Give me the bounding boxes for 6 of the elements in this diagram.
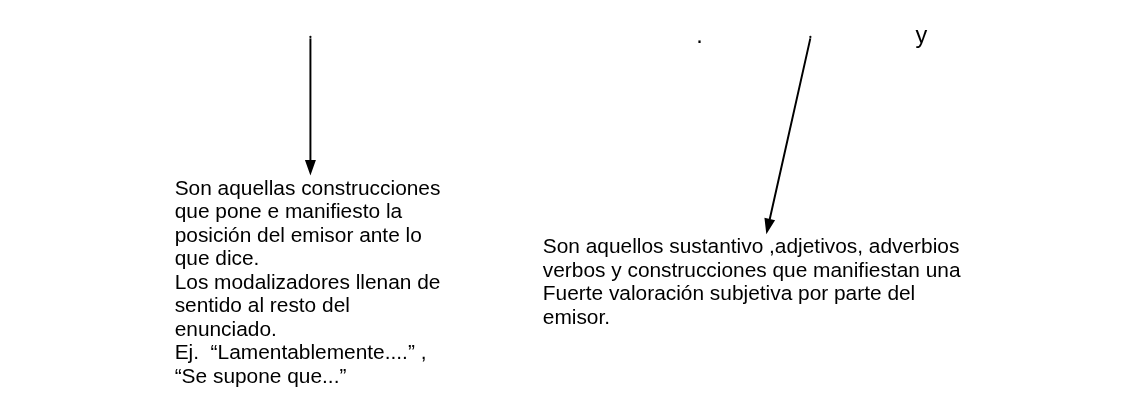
node-text: Son aquellos sustantivo ,adjetivos, adverbios verbos y construcciones que manifiestan una Fuerte valoración subjetiva por parte del emisor.: [542, 234, 961, 328]
arrow: [763, 37, 811, 235]
arrow: [304, 37, 316, 176]
node-text: Son aquellas construcciones que pone e manifiesto la posición del emisor ante lo que dice. Los modalizadores llenan de sentido al resto del enunciado. Ej. “Lamentablemente....” , “Se supone que...”: [174, 175, 440, 387]
label: y: [914, 21, 927, 48]
label: .: [695, 21, 703, 48]
